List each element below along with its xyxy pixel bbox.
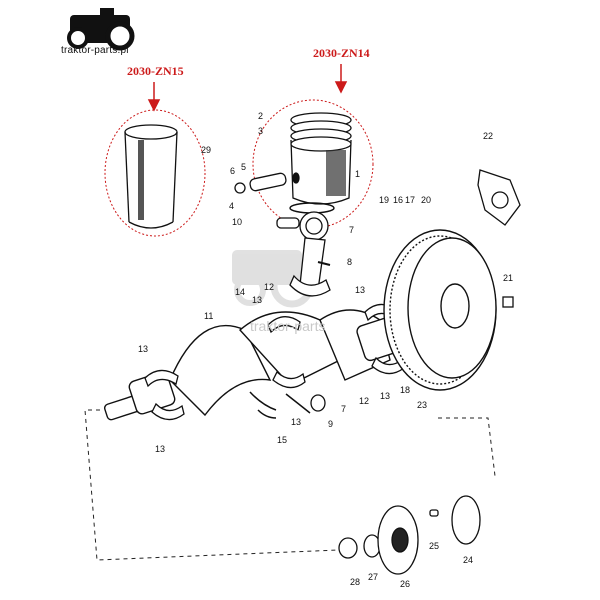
flywheel <box>383 229 497 391</box>
part-label-14: 14 <box>235 287 246 297</box>
part-label-18: 18 <box>400 385 411 395</box>
part-label-13-a: 13 <box>252 295 263 305</box>
tractor-logo-icon <box>67 8 135 51</box>
part-label-21: 21 <box>503 273 514 283</box>
part-label-15: 15 <box>277 435 288 445</box>
part-label-11: 11 <box>204 311 214 321</box>
part-label-27: 27 <box>368 572 379 582</box>
piston-pin <box>234 172 287 194</box>
part-label-19: 19 <box>379 195 390 205</box>
part-label-25: 25 <box>429 541 440 551</box>
plug <box>310 394 326 412</box>
flywheel-bolt <box>502 296 514 308</box>
reference-code-liner[interactable]: 2030-ZN15 <box>127 64 184 78</box>
reference-code-piston[interactable]: 2030-ZN14 <box>313 46 370 60</box>
part-label-8: 8 <box>347 257 353 267</box>
part-label-13-e: 13 <box>291 417 302 427</box>
reference-arrows <box>147 64 348 112</box>
part-label-3: 3 <box>258 126 264 136</box>
part-label-9: 9 <box>328 419 334 429</box>
thrust-washers <box>249 391 311 419</box>
part-label-10: 10 <box>232 217 243 227</box>
part-label-5: 5 <box>241 162 247 172</box>
part-label-23: 23 <box>417 400 428 410</box>
reference-frame <box>84 409 496 561</box>
part-label-7-upper: 7 <box>349 225 355 235</box>
flywheel-cover-plate <box>477 169 521 226</box>
part-label-12-lower: 12 <box>359 396 370 406</box>
watermark-text: traktor-parts <box>250 318 326 334</box>
part-label-13-d: 13 <box>380 391 391 401</box>
part-label-13-c: 13 <box>138 344 149 354</box>
part-label-28: 28 <box>350 577 361 587</box>
part-label-13-f: 13 <box>155 444 166 454</box>
part-label-4: 4 <box>229 201 235 211</box>
part-label-24: 24 <box>463 555 474 565</box>
small-end-bush <box>276 217 300 229</box>
part-label-20: 20 <box>421 195 432 205</box>
cylinder-liner <box>124 124 178 229</box>
liner-group-outline <box>104 109 206 237</box>
part-label-16: 16 <box>393 195 404 205</box>
piston <box>290 112 352 205</box>
part-label-6: 6 <box>230 166 236 176</box>
main-bearings <box>144 303 405 421</box>
rod-bolt <box>317 261 331 266</box>
part-label-17: 17 <box>405 195 416 205</box>
part-label-1: 1 <box>355 169 361 179</box>
part-label-7-lower: 7 <box>341 404 347 414</box>
connecting-rod <box>289 211 331 297</box>
part-label-26: 26 <box>400 579 411 589</box>
part-label-29: 29 <box>201 145 212 155</box>
part-label-2: 2 <box>258 111 264 121</box>
part-label-22: 22 <box>483 131 494 141</box>
part-label-12-upper: 12 <box>264 282 275 292</box>
logo-text: traktor-parts.pl <box>61 45 129 56</box>
rear-gear-assembly <box>338 495 481 575</box>
part-label-13-b: 13 <box>355 285 366 295</box>
